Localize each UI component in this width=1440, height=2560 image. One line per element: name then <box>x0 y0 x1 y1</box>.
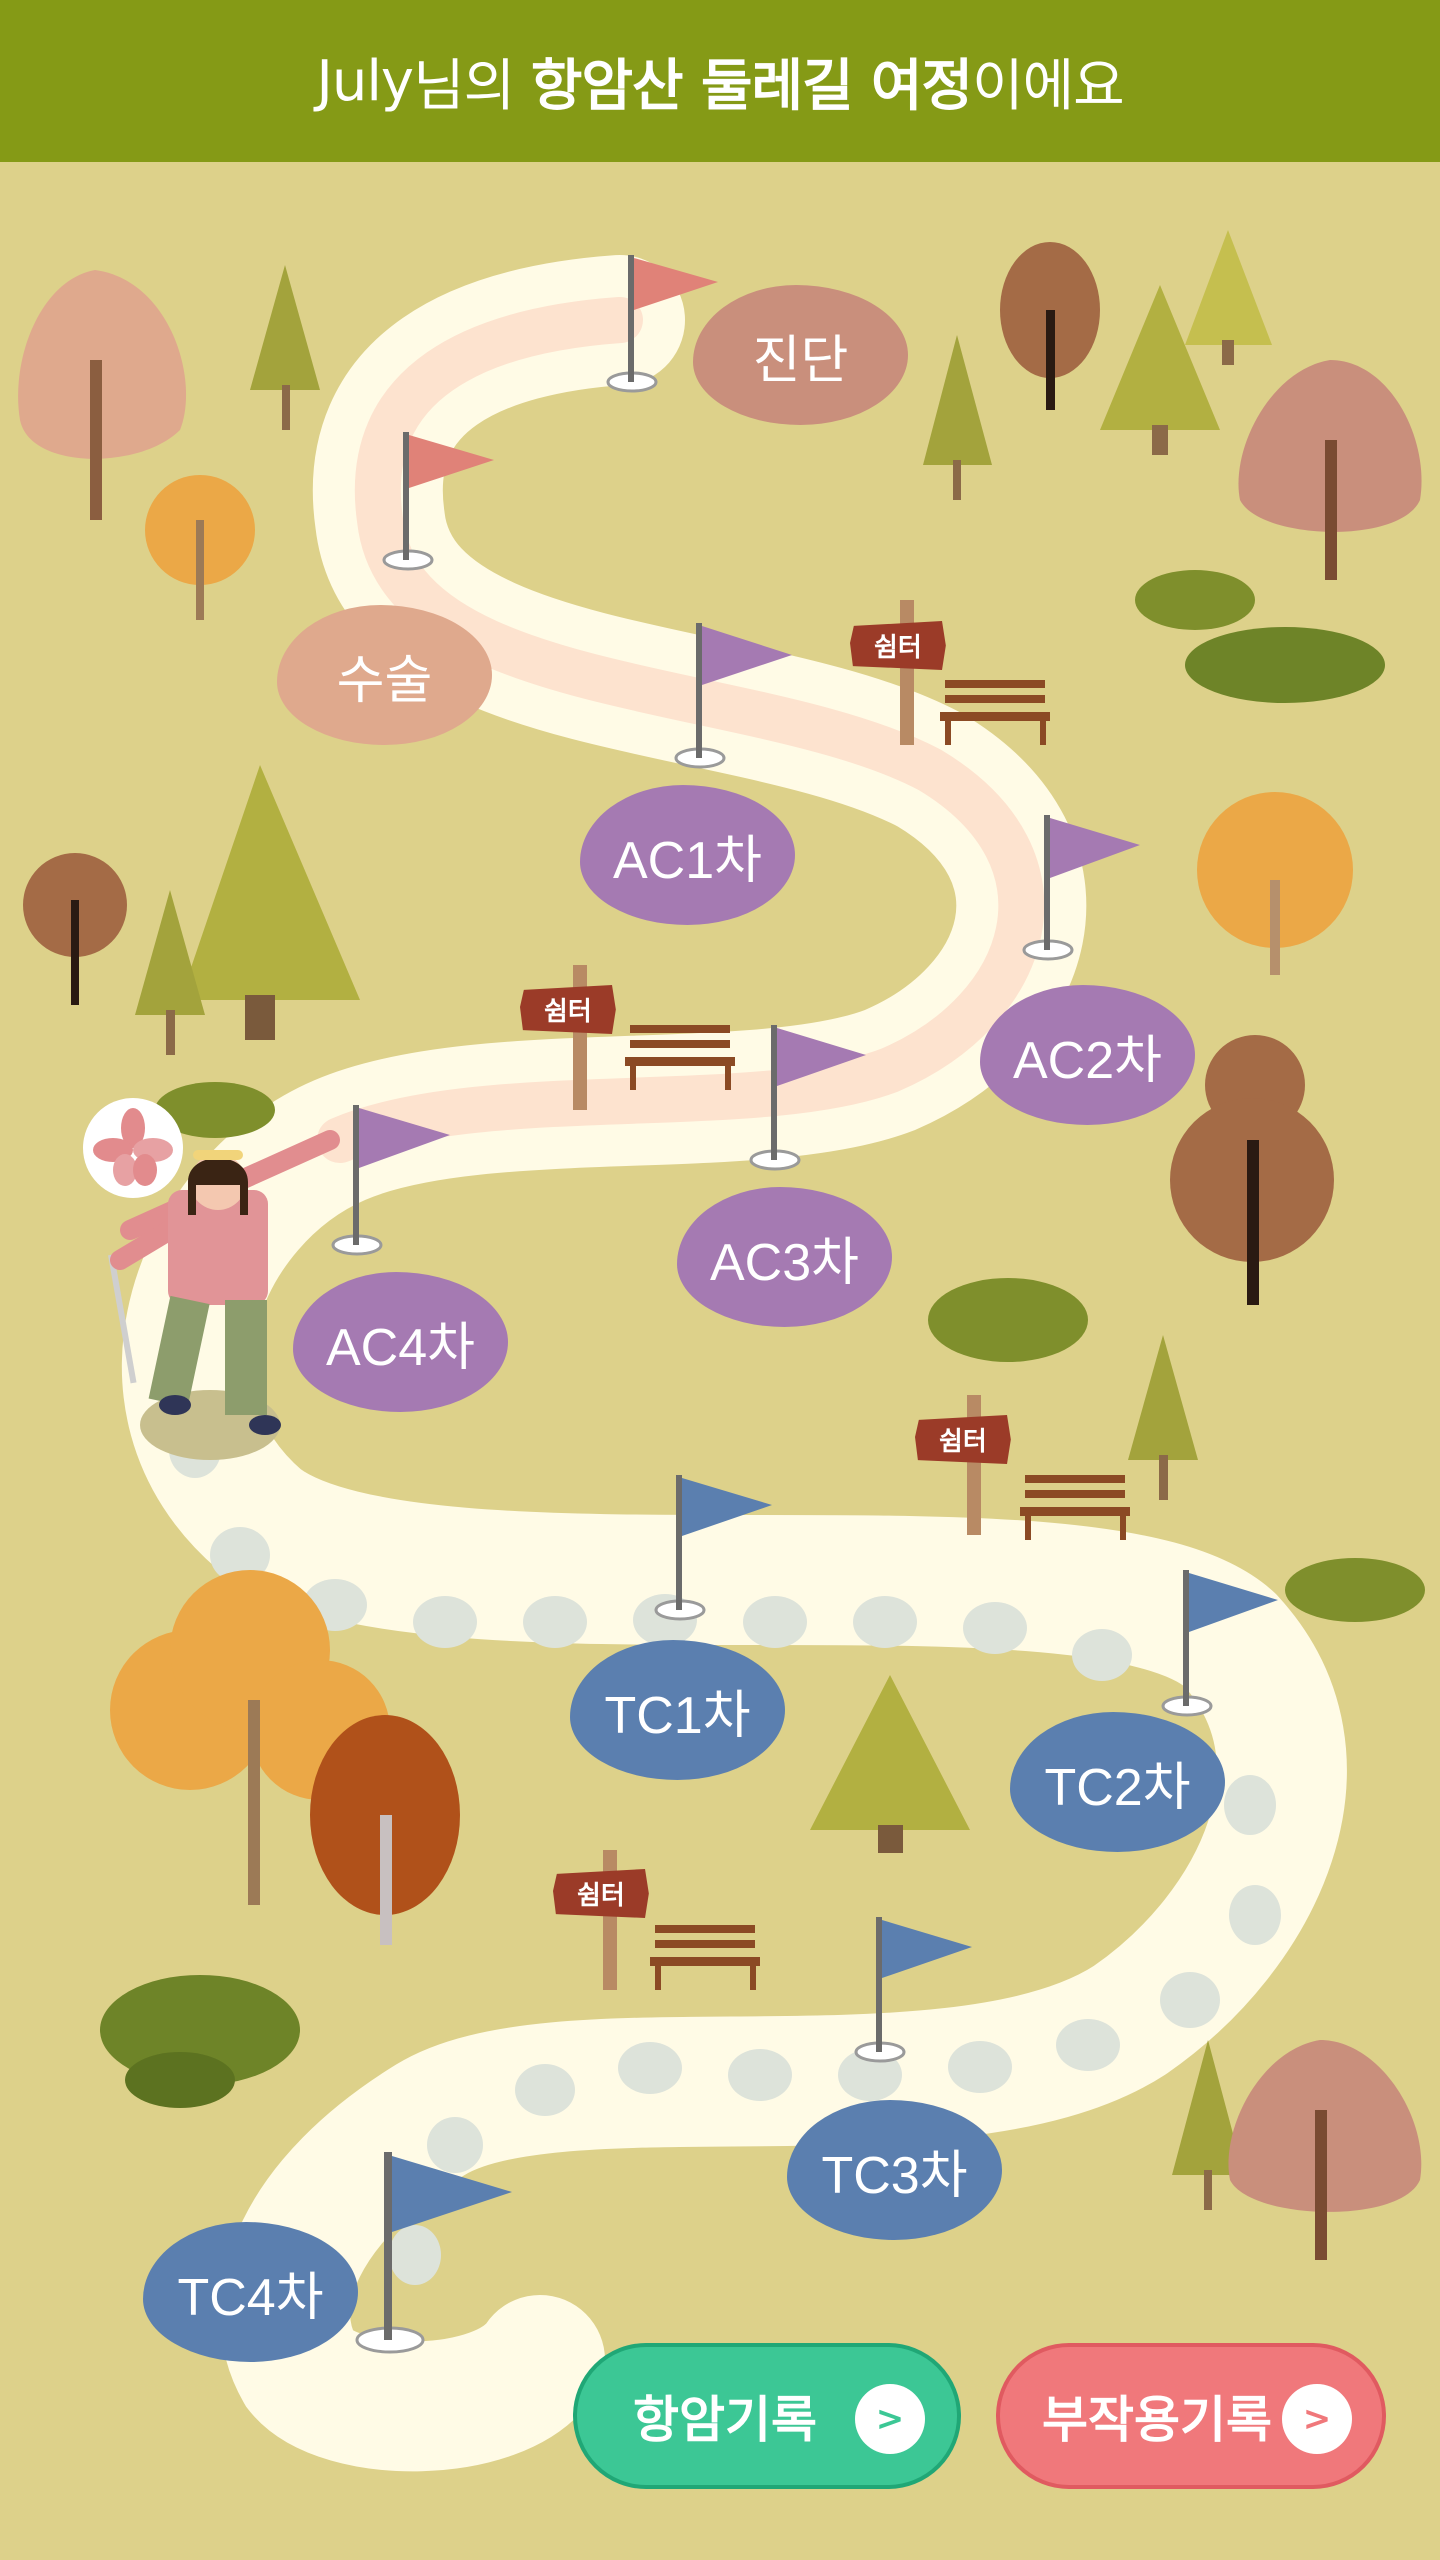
bush-icon <box>100 1975 300 2108</box>
chevron-right-icon: > <box>1282 2384 1352 2454</box>
flag-icon <box>674 623 792 769</box>
tree-icon <box>1000 242 1100 410</box>
flower-badge-icon <box>83 1098 183 1198</box>
flag-icon <box>331 1105 450 1256</box>
tree-icon <box>18 270 187 520</box>
flag-icon <box>1161 1570 1278 1717</box>
pine-tree-icon <box>1100 285 1220 455</box>
milestone-surgery[interactable]: 수술 <box>277 605 492 745</box>
flag-icon <box>1022 815 1140 961</box>
tree-icon <box>145 475 255 620</box>
milestone-ac3[interactable]: AC3차 <box>677 1187 892 1327</box>
bench-icon <box>625 1025 735 1090</box>
pine-tree-icon <box>1172 2040 1244 2210</box>
flag-icon <box>854 1917 972 2063</box>
tree-icon <box>23 853 127 1005</box>
pine-tree-icon <box>810 1675 970 1853</box>
pine-tree-icon <box>250 265 320 430</box>
flag-icon <box>654 1475 772 1621</box>
tree-icon <box>110 1570 390 1905</box>
chemo-record-button[interactable]: 항암기록 > <box>573 2343 961 2489</box>
bush-icon <box>928 1278 1088 1362</box>
pine-tree-icon <box>180 765 360 1040</box>
rest-area-sign: 쉼터 <box>850 621 946 670</box>
header-text-2: 이에요 <box>972 53 1125 119</box>
tree-icon <box>1238 360 1422 580</box>
rest-area-sign: 쉼터 <box>915 1415 1011 1464</box>
pine-tree-icon <box>135 890 205 1055</box>
rest-area-sign: 쉼터 <box>520 985 616 1034</box>
hiker-avatar <box>108 1130 340 1460</box>
bench-icon <box>1020 1475 1130 1540</box>
pine-tree-icon <box>1128 1335 1198 1500</box>
header-journey-title: 항암산 둘레길 여정 <box>530 53 973 119</box>
milestone-ac1[interactable]: AC1차 <box>580 785 795 925</box>
header-user-name: July <box>316 48 414 114</box>
milestone-tc1[interactable]: TC1차 <box>570 1640 785 1780</box>
bush-icon <box>1135 570 1385 703</box>
milestone-ac4[interactable]: AC4차 <box>293 1272 508 1412</box>
milestone-ac2[interactable]: AC2차 <box>980 985 1195 1125</box>
bench-icon <box>940 680 1050 745</box>
side-effect-record-label: 부작용기록 <box>1042 2391 1272 2449</box>
header-text-1: 님의 <box>413 53 531 119</box>
bush-icon <box>155 1082 275 1138</box>
trail-illustration <box>18 230 1425 2472</box>
pine-tree-icon <box>923 335 992 500</box>
tree-icon <box>1170 1035 1334 1305</box>
tree-icon <box>1228 2040 1422 2260</box>
bench-icon <box>650 1925 760 1990</box>
bush-icon <box>1285 1558 1425 1622</box>
trail-map: 쉼터 쉼터 쉼터 쉼터 진단 수술 AC1차 AC2차 AC3차 AC4차 TC… <box>0 162 1440 2560</box>
flag-icon <box>355 2152 512 2354</box>
chemo-record-label: 항암기록 <box>633 2391 817 2449</box>
milestone-tc2[interactable]: TC2차 <box>1010 1712 1225 1852</box>
milestone-diagnosis[interactable]: 진단 <box>693 285 908 425</box>
flag-icon <box>606 255 718 393</box>
milestone-tc3[interactable]: TC3차 <box>787 2100 1002 2240</box>
milestone-tc4[interactable]: TC4차 <box>143 2222 358 2362</box>
side-effect-record-button[interactable]: 부작용기록 > <box>996 2343 1386 2489</box>
tree-icon <box>1197 792 1353 975</box>
page-header: July 님의 항암산 둘레길 여정 이에요 <box>0 0 1440 162</box>
flag-icon <box>382 432 494 571</box>
flag-icon <box>749 1025 866 1171</box>
tree-icon <box>310 1715 460 1945</box>
chevron-right-icon: > <box>855 2384 925 2454</box>
pine-tree-icon <box>1185 230 1272 365</box>
rest-area-sign: 쉼터 <box>553 1869 649 1918</box>
